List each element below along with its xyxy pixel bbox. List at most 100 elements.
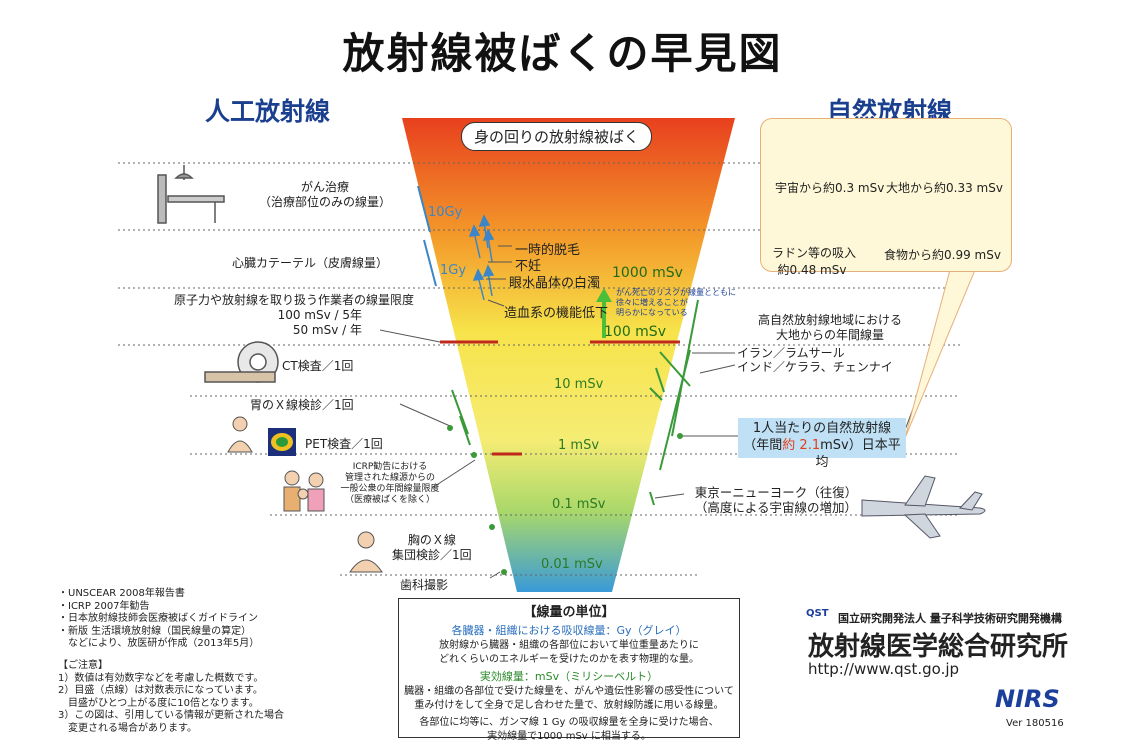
effect-hair-loss: 一時的脱毛 [515,243,581,258]
scale-10gy: 10Gy [428,205,463,220]
high-background-line-1: 高自然放射線地域における [757,313,902,327]
flight-label: 東京ーニューヨーク（往復） （高度による宇宙線の増加） [686,485,866,515]
cardiac-catheter-label: 心臓カテーテル（皮膚線量） [232,256,389,270]
iran-ramsar-label: イラン／ラムサール [737,346,845,360]
icrp-line-1: ICRP勧告における [352,462,428,472]
references-list: ・UNSCEAR 2008年報告書 ・ICRP 2007年勧告 ・日本放射線技師… [58,588,259,651]
note-item: 1）数値は有効数字などを考慮した概数です。 [58,672,264,684]
flight-line-2: （高度による宇宙線の増加） [694,500,858,515]
note-item: 【ご注意】 [58,660,108,671]
effect-infertility: 不妊 [515,259,542,274]
chest-xray-patient-icon [349,531,383,573]
ct-scanner-icon [204,341,279,383]
icrp-line-3: 一般公衆の年間線量限度 [340,484,440,494]
qst-logo: QST [806,608,829,619]
worker-limit-line-3: 50 mSv / 年 [292,323,362,337]
effect-arrows [468,214,495,301]
funnel-title: 身の回りの放射線被ばく [461,122,653,151]
worker-limit-line-2: 100 mSv / 5年 [277,308,362,322]
patient-icon [227,416,253,453]
icrp-line-4: （医療被ばくを除く） [344,495,435,505]
medical-dose-bars [417,185,437,287]
organization-parent-name: 国立研究開発法人 量子科学技術研究開発機構 [838,612,1062,625]
gray-unit-title: 各臓器・組織における吸収線量：Gy（グレイ） [451,624,687,637]
limit-markers [440,340,680,456]
stomach-xray-label: 胃のＸ線検診／1回 [250,398,354,412]
japan-average-box: 1人当たりの自然放射線 （年間約 2.1mSv）日本平均 [738,418,906,470]
reference-item: などにより、放医研が作成（2013年5月） [58,638,260,649]
natural-radon-dose: ラドン等の吸入 約0.48 mSv [772,244,857,278]
ct-exam-label: CT検査／1回 [282,359,354,373]
japan-average-line-2: （年間約 2.1mSv）日本平均 [738,437,906,471]
dose-funnel [402,118,735,592]
pet-exam-label: PET検査／1回 [305,437,383,451]
cancer-note-line-3: 明らかになっている [616,308,688,317]
sievert-unit-desc-1: 臓器・組織の各部位で受けた線量を、がんや遺伝性影響の感受性について [404,686,734,697]
effect-hematopoietic: 造血系の機能低下 [504,306,609,321]
scale-100msv: 100 mSv [604,324,666,340]
cancer-risk-note: がん死亡のリスクが線量とともに 徐々に増えることが 明らかになっている [616,288,736,318]
high-background-line-2: 大地からの年間線量 [775,328,884,342]
family-icon [283,470,325,512]
note-item: 3）この図は、引用している情報が更新された場合 [58,710,285,721]
natural-sources-panel [760,118,1012,272]
sievert-unit-title: 実効線量：mSv（ミリシーベルト） [479,670,659,683]
notes-list: 【ご注意】 1）数値は有効数字などを考慮した概数です。 2）目盛（点線）は対数表… [58,660,284,735]
scale-0-01msv: 0.01 mSv [541,557,603,572]
nirs-logo: NIRS [995,685,1060,713]
chest-xray-label: 胸のＸ線 集団検診／1回 [392,533,472,563]
worker-limit-label: 原子力や放射線を取り扱う作業者の線量限度 100 mSv / 5年 50 mSv… [160,293,414,338]
reference-item: ・日本放射線技師会医療被ばくガイドライン [58,613,258,624]
note-item: 変更される場合があります。 [58,722,197,734]
treatment-bed-icon [157,165,225,224]
conversion-note-2: 実効線量で1000 mSv に相当する。 [487,731,651,742]
panel-pointer [904,269,976,439]
page-title: 放射線被ばくの早見図 [342,29,783,78]
green-dose-ticks [451,299,699,506]
japan-average-suffix: mSv）日本平均 [815,438,901,470]
scale-1000msv: 1000 mSv [612,265,683,281]
natural-radon-line-2: 約0.48 mSv [777,263,847,277]
airplane-icon [861,475,986,539]
conversion-note-1: 各部位に均等に、ガンマ線 1 Gy の吸収線量を全身に受けた場合、 [419,717,719,728]
gray-unit-desc-1: 放射線から臓器・組織の各部位において単位重量あたりに [439,640,699,651]
reference-item: ・ICRP 2007年勧告 [58,600,150,612]
effect-cataract: 眼水晶体の白濁 [509,276,601,291]
high-background-area-label: 高自然放射線地域における 大地からの年間線量 [740,313,920,343]
note-item: 目盛がひとつ上がる度に10倍となります。 [58,697,259,709]
version-label: Ver 180516 [1006,718,1064,729]
scale-10msv: 10 mSv [554,377,604,392]
reference-item: ・新版 生活環境放射線（国民線量の算定） [58,625,252,637]
cancer-risk-arrow-head [596,288,612,302]
scale-1gy: 1Gy [440,263,467,278]
gray-unit-desc-2: どれくらいのエネルギーを受けたのかを表す物理的な量。 [439,654,699,665]
flight-line-1: 東京ーニューヨーク（往復） [694,485,858,500]
natural-ground-dose: 大地から約0.33 mSv [886,181,1003,195]
japan-average-prefix: （年間 [743,438,783,453]
natural-space-dose: 宇宙から約0.3 mSv [775,181,885,195]
note-item: 2）目盛（点線）は対数表示になっています。 [58,685,263,696]
natural-radon-line-1: ラドン等の吸入 [772,246,857,260]
reference-item: ・UNSCEAR 2008年報告書 [58,588,185,599]
dose-dots [447,425,683,575]
natural-food-dose: 食物から約0.99 mSv [884,248,1001,262]
cancer-note-line-2: 徐々に増えることが [616,298,688,307]
japan-average-line-1: 1人当たりの自然放射線 [752,421,892,436]
chest-xray-line-2: 集団検診／1回 [392,548,472,562]
chest-xray-line-1: 胸のＸ線 [407,533,456,547]
dental-xray-label: 歯科撮影 [400,578,449,592]
organization-url[interactable]: http://www.qst.go.jp [808,660,960,678]
worker-limit-line-1: 原子力や放射線を取り扱う作業者の線量限度 [173,293,414,307]
cancer-therapy-line-1: がん治療 [300,180,349,194]
icrp-line-2: 管理された線源からの [344,473,435,483]
cancer-note-line-1: がん死亡のリスクが線量とともに [616,288,736,297]
sievert-unit-desc-2: 重み付けをして全身で足し合わせた量で、放射線防護に用いる線量。 [414,700,724,711]
india-kerala-label: インド／ケララ、チェンナイ [737,360,893,374]
cancer-therapy-label: がん治療 （治療部位のみの線量） [250,180,400,210]
japan-average-value: 約 2.1 [782,438,821,453]
units-header: 【線量の単位】 [523,605,615,620]
scale-0-1msv: 0.1 mSv [552,497,606,512]
pet-brain-icon [268,428,296,456]
dose-units-box: 【線量の単位】 各臓器・組織における吸収線量：Gy（グレイ） 放射線から臓器・組… [398,598,740,742]
